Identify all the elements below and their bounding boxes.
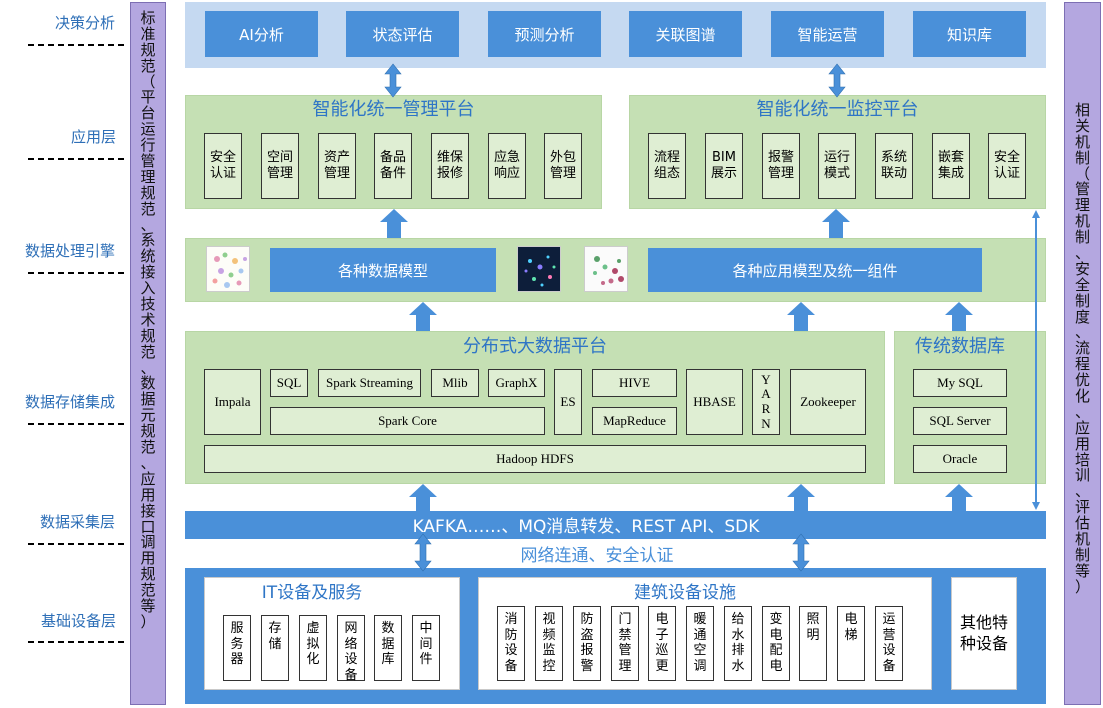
building-item: 防盗报警 (573, 606, 601, 681)
collection-subtitle: 网络连通、安全认证 (520, 546, 674, 566)
oracle-box: Oracle (913, 445, 1007, 473)
es-box: ES (554, 369, 582, 435)
it-item: 网络设备 (337, 615, 365, 683)
mechanisms-bar: 相关机制（管理机制、安全制度、流程优化、应用培训、评估机制等） (1064, 2, 1101, 705)
building-item: 电子巡更 (648, 606, 676, 681)
mgmt-item: 维保报修 (431, 133, 469, 199)
divider (28, 423, 124, 425)
up-arrow-engine-to-mgmt (380, 209, 408, 238)
decision-relation-graph: 关联图谱 (629, 11, 742, 57)
building-item: 视频监控 (535, 606, 563, 681)
other-special-devices: 其他特种设备 (951, 577, 1017, 690)
building-item: 运营设备 (875, 606, 903, 681)
standards-bar: 标准规范（平台运行管理规范、系统接入技术规范、数据元规范、应用接口调用规范等） (130, 2, 166, 705)
it-devices-title: IT设备及服务 (261, 583, 363, 603)
double-arrow-decision-monitor (828, 63, 846, 98)
sql-box: SQL (270, 369, 308, 397)
graphx-box: GraphX (488, 369, 545, 397)
decision-smart-operation: 智能运营 (771, 11, 884, 57)
mgmt-item: 空间管理 (261, 133, 299, 199)
yarn-box: YARN (752, 369, 780, 435)
up-arrow-db-to-engine (945, 302, 973, 331)
mgmt-item: 备品备件 (374, 133, 412, 199)
monitor-item: 嵌套集成 (932, 133, 970, 199)
label-application: 应用层 (71, 128, 117, 146)
mlib-box: Mlib (431, 369, 479, 397)
mysql-box: My SQL (913, 369, 1007, 397)
dark-network-thumbnail (517, 246, 561, 292)
traditional-db-title: 传统数据库 (915, 336, 1005, 357)
decision-layer (185, 2, 1046, 68)
mgmt-item: 安全认证 (204, 133, 242, 199)
label-decision: 决策分析 (55, 14, 116, 32)
building-item: 暖通空调 (686, 606, 714, 681)
monitor-item: BIM展示 (705, 133, 743, 199)
bigdata-platform-title: 分布式大数据平台 (463, 336, 607, 357)
decision-prediction: 预测分析 (488, 11, 601, 57)
monitoring-platform-title: 智能化统一监控平台 (756, 99, 919, 120)
mgmt-item: 外包管理 (544, 133, 582, 199)
building-item: 给水排水 (724, 606, 752, 681)
label-processing: 数据处理引擎 (25, 242, 116, 260)
spark-streaming-box: Spark Streaming (318, 369, 421, 397)
building-item: 门禁管理 (611, 606, 639, 681)
up-arrow-bigdata-to-engine-2 (787, 302, 815, 331)
building-item: 消防设备 (497, 606, 525, 681)
building-item: 变电配电 (762, 606, 790, 681)
divider (28, 44, 124, 46)
app-models-box: 各种应用模型及统一组件 (648, 248, 982, 292)
it-item: 存储 (261, 615, 289, 681)
building-item: 电梯 (837, 606, 865, 681)
zookeeper-box: Zookeeper (790, 369, 866, 435)
cluster-graph-thumbnail (584, 246, 628, 292)
up-arrow-collect-to-bigdata-1 (409, 484, 437, 511)
sqlserver-box: SQL Server (913, 407, 1007, 435)
building-devices-title: 建筑设备设施 (634, 583, 736, 603)
divider (28, 641, 124, 643)
up-arrow-collect-to-db (945, 484, 973, 511)
it-item: 中间件 (412, 615, 440, 681)
monitor-item: 安全认证 (988, 133, 1026, 199)
standards-bar-text: 标准规范（平台运行管理规范、系统接入技术规范、数据元规范、应用接口调用规范等） (140, 9, 156, 631)
label-storage: 数据存储集成 (25, 393, 116, 411)
mgmt-item: 应急响应 (488, 133, 526, 199)
decision-ai-analysis: AI分析 (205, 11, 318, 57)
mapreduce-box: MapReduce (592, 407, 677, 435)
decision-status-assessment: 状态评估 (346, 11, 459, 57)
spark-core-box: Spark Core (270, 407, 545, 435)
data-models-box: 各种数据模型 (270, 248, 496, 292)
collection-bar-text: KAFKA……、MQ消息转发、REST API、SDK (412, 517, 760, 537)
mechanisms-bar-text: 相关机制（管理机制、安全制度、流程优化、应用培训、评估机制等） (1074, 101, 1090, 596)
hive-box: HIVE (592, 369, 677, 397)
management-platform-title: 智能化统一管理平台 (312, 99, 475, 120)
building-item: 照明 (799, 606, 827, 681)
decision-knowledge-base: 知识库 (913, 11, 1026, 57)
label-collection: 数据采集层 (40, 513, 116, 531)
divider (28, 543, 124, 545)
double-arrow-decision-mgmt (384, 63, 402, 98)
monitor-item: 报警管理 (762, 133, 800, 199)
it-item: 服务器 (223, 615, 251, 681)
impala-box: Impala (204, 369, 261, 435)
up-arrow-collect-to-bigdata-2 (787, 484, 815, 511)
divider (28, 272, 124, 274)
mgmt-item: 资产管理 (318, 133, 356, 199)
hbase-box: HBASE (686, 369, 743, 435)
monitor-item: 系统联动 (875, 133, 913, 199)
it-item: 数据库 (374, 615, 402, 681)
up-arrow-engine-to-monitor (822, 209, 850, 238)
collection-bar (185, 511, 1046, 539)
label-infrastructure: 基础设备层 (41, 612, 117, 630)
hadoop-hdfs-box: Hadoop HDFS (204, 445, 866, 473)
monitor-item: 流程组态 (648, 133, 686, 199)
network-graph-thumbnail (206, 246, 250, 292)
it-item: 虚拟化 (299, 615, 327, 681)
up-arrow-bigdata-to-engine-1 (409, 302, 437, 331)
divider (28, 158, 124, 160)
monitor-item: 运行模式 (818, 133, 856, 199)
